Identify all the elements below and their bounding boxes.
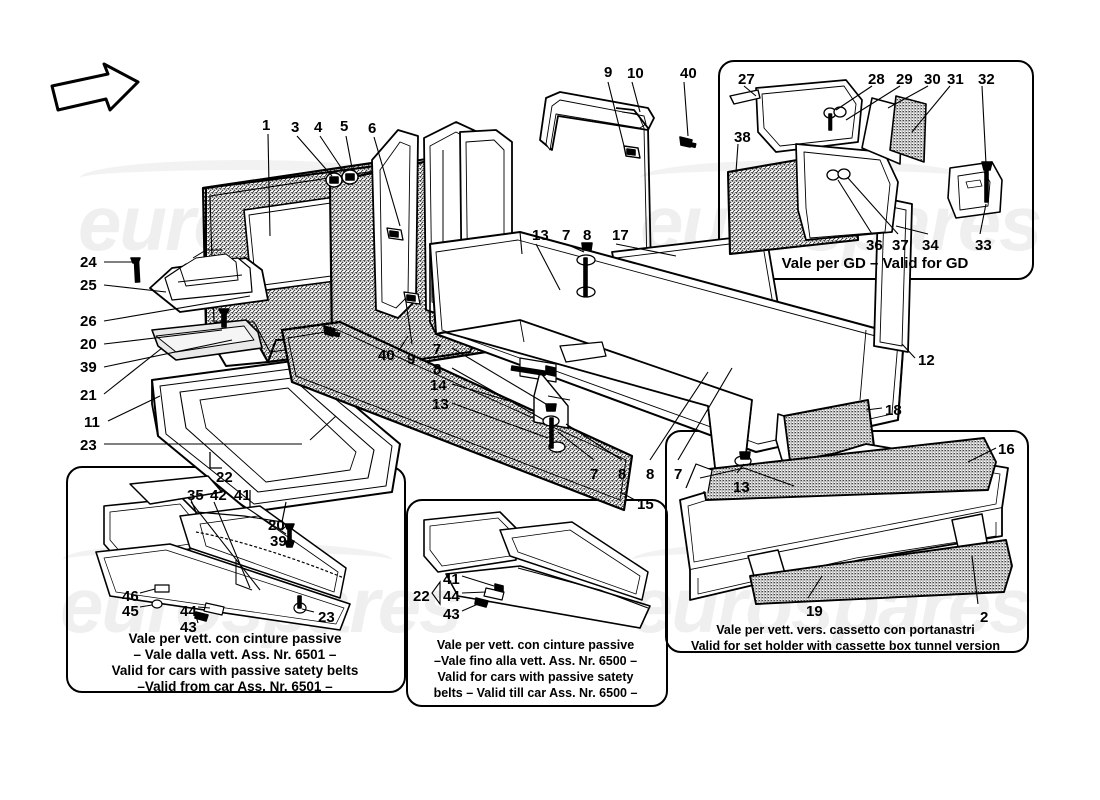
caption-passive-left: Vale per vett. con cinture passive – Val… [70, 631, 400, 695]
watermark-swoosh [80, 160, 410, 196]
callout-number-9: 9 [407, 351, 416, 368]
callout-number-32: 32 [978, 71, 995, 88]
callout-number-7: 7 [433, 341, 442, 358]
callout-number-18: 18 [885, 402, 902, 419]
caption-line: Vale per vett. con cinture passive [128, 631, 342, 646]
callout-number-26: 26 [80, 313, 97, 330]
callout-number-16: 16 [998, 441, 1015, 458]
caption-line: Valid for cars with passive satety belts [111, 663, 359, 678]
callout-number-45: 45 [122, 603, 139, 620]
caption-line: Valid for set holder with cassette box t… [690, 639, 1001, 653]
callout-number-8: 8 [646, 466, 655, 483]
callout-number-23: 23 [318, 609, 335, 626]
callout-number-7: 7 [562, 227, 571, 244]
callout-number-20: 20 [80, 336, 97, 353]
callout-number-31: 31 [947, 71, 964, 88]
caption-line: Vale per GD – Valid for GD [781, 255, 969, 272]
callout-number-38: 38 [734, 129, 751, 146]
callout-number-39: 39 [80, 359, 97, 376]
callout-number-13: 13 [532, 227, 549, 244]
callout-number-40: 40 [680, 65, 697, 82]
callout-number-41: 41 [443, 571, 460, 588]
callout-number-7: 7 [674, 466, 683, 483]
callout-number-42: 42 [210, 487, 227, 504]
callout-number-44: 44 [180, 603, 197, 620]
callout-number-3: 3 [291, 119, 300, 136]
caption-line: –Valid from car Ass. Nr. 6501 – [137, 679, 333, 694]
callout-number-46: 46 [122, 588, 139, 605]
callout-number-43: 43 [443, 606, 460, 623]
callout-number-4: 4 [314, 119, 323, 136]
caption-line: Valid for cars with passive satety [437, 670, 634, 684]
callout-number-17: 17 [612, 227, 629, 244]
caption-cassette: Vale per vett. vers. cassetto con portan… [668, 622, 1023, 654]
callout-number-1: 1 [262, 117, 271, 134]
callout-number-11: 11 [84, 414, 100, 431]
callout-number-19: 19 [806, 603, 823, 620]
callout-number-36: 36 [866, 237, 883, 254]
caption-line: – Vale dalla vett. Ass. Nr. 6501 – [133, 647, 337, 662]
callout-number-24: 24 [80, 254, 97, 271]
callout-number-23: 23 [80, 437, 97, 454]
caption-line: Vale per vett. vers. cassetto con portan… [716, 623, 975, 637]
callout-number-20: 20 [268, 517, 285, 534]
callout-number-35: 35 [187, 487, 204, 504]
callout-number-25: 25 [80, 277, 97, 294]
callout-number-29: 29 [896, 71, 913, 88]
callout-number-2: 2 [980, 609, 989, 626]
passive-belts-box-mid [406, 499, 668, 707]
callout-number-14: 14 [430, 377, 447, 394]
caption-gd: Vale per GD – Valid for GD [775, 256, 975, 272]
callout-number-22: 22 [413, 588, 430, 605]
callout-number-34: 34 [922, 237, 939, 254]
callout-number-8: 8 [618, 466, 627, 483]
callout-number-37: 37 [892, 237, 909, 254]
callout-number-13: 13 [432, 396, 449, 413]
callout-number-7: 7 [590, 466, 599, 483]
caption-line: –Vale fino alla vett. Ass. Nr. 6500 – [433, 654, 638, 668]
callout-number-33: 33 [975, 237, 992, 254]
callout-number-40: 40 [378, 347, 395, 364]
caption-line: belts – Valid till car Ass. Nr. 6500 – [433, 686, 638, 700]
caption-line: Vale per vett. con cinture passive [436, 638, 635, 652]
callout-number-39: 39 [270, 533, 287, 550]
callout-number-44: 44 [443, 588, 460, 605]
callout-number-9: 9 [604, 64, 613, 81]
callout-number-13: 13 [733, 479, 750, 496]
callout-number-5: 5 [340, 118, 349, 135]
callout-number-10: 10 [627, 65, 644, 82]
callout-number-21: 21 [80, 387, 97, 404]
callout-number-6: 6 [368, 120, 377, 137]
caption-passive-mid: Vale per vett. con cinture passive –Vale… [408, 637, 663, 701]
callout-number-15: 15 [637, 496, 654, 513]
callout-number-22: 22 [216, 469, 233, 486]
callout-number-8: 8 [433, 361, 442, 378]
callout-number-41: 41 [234, 487, 251, 504]
callout-number-12: 12 [918, 352, 935, 369]
callout-number-28: 28 [868, 71, 885, 88]
callout-number-27: 27 [738, 71, 755, 88]
callout-number-8: 8 [583, 227, 592, 244]
callout-number-30: 30 [924, 71, 941, 88]
callout-number-43: 43 [180, 619, 197, 636]
